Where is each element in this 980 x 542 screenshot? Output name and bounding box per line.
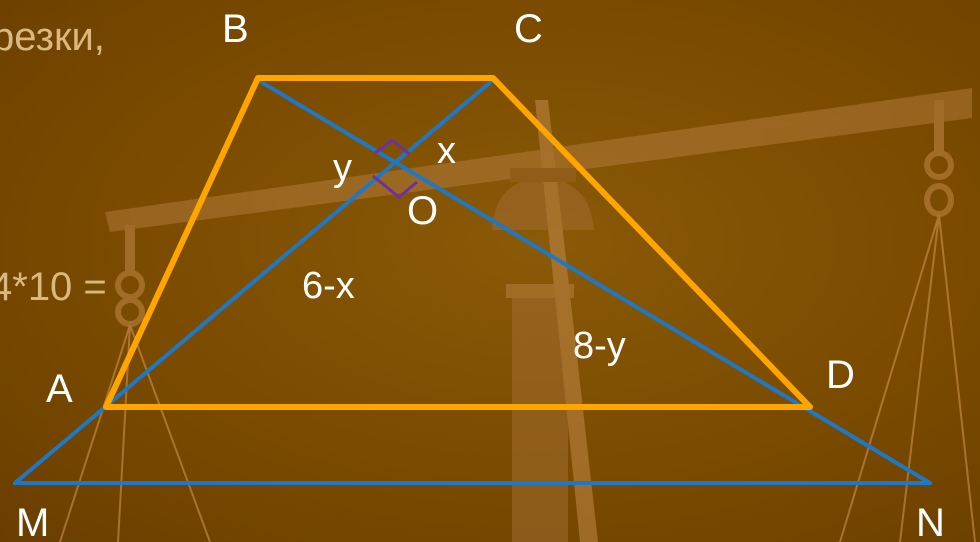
right-hanger-ring-2 [924, 183, 954, 217]
right-string-2 [899, 214, 940, 542]
point-label-M: M [16, 501, 49, 542]
right-angle-mark-bottom [372, 174, 418, 199]
scale-needle [535, 100, 598, 542]
trapezoid-ABCD [103, 75, 813, 410]
left-hanger-ring-1 [115, 270, 145, 300]
right-string-1 [839, 214, 940, 542]
background-text-line1: резки, [0, 15, 105, 59]
segment-label-x: x [437, 130, 456, 172]
left-hanger-rod [125, 225, 135, 275]
scale-beam [105, 88, 972, 232]
scale-decoration [59, 88, 976, 542]
scale-hub [510, 168, 576, 182]
blue-lines [13, 78, 932, 485]
right-hanger-rod [934, 100, 944, 155]
right-string-3 [938, 214, 976, 542]
point-label-O: O [407, 189, 438, 233]
line-C-M [13, 78, 495, 485]
scale-dome [492, 178, 594, 230]
segment-label-6-x: 6-x [302, 265, 355, 307]
right-angle-marks [372, 138, 418, 199]
segment-label-8-y: 8-y [573, 325, 626, 367]
right-hanger-ring-1 [924, 150, 954, 180]
point-label-C: C [514, 7, 543, 51]
right-angle-mark-top [374, 138, 410, 156]
point-label-N: N [916, 501, 945, 542]
left-hanger-ring-2 [115, 297, 145, 327]
background-text-line2: 4*10 = [0, 265, 107, 309]
point-label-A: A [46, 367, 73, 411]
left-string-3 [129, 324, 211, 542]
point-label-B: B [222, 7, 249, 51]
line-B-N [256, 78, 932, 485]
point-label-D: D [826, 353, 855, 397]
left-string-1 [59, 324, 131, 542]
segment-label-y: y [333, 147, 352, 189]
